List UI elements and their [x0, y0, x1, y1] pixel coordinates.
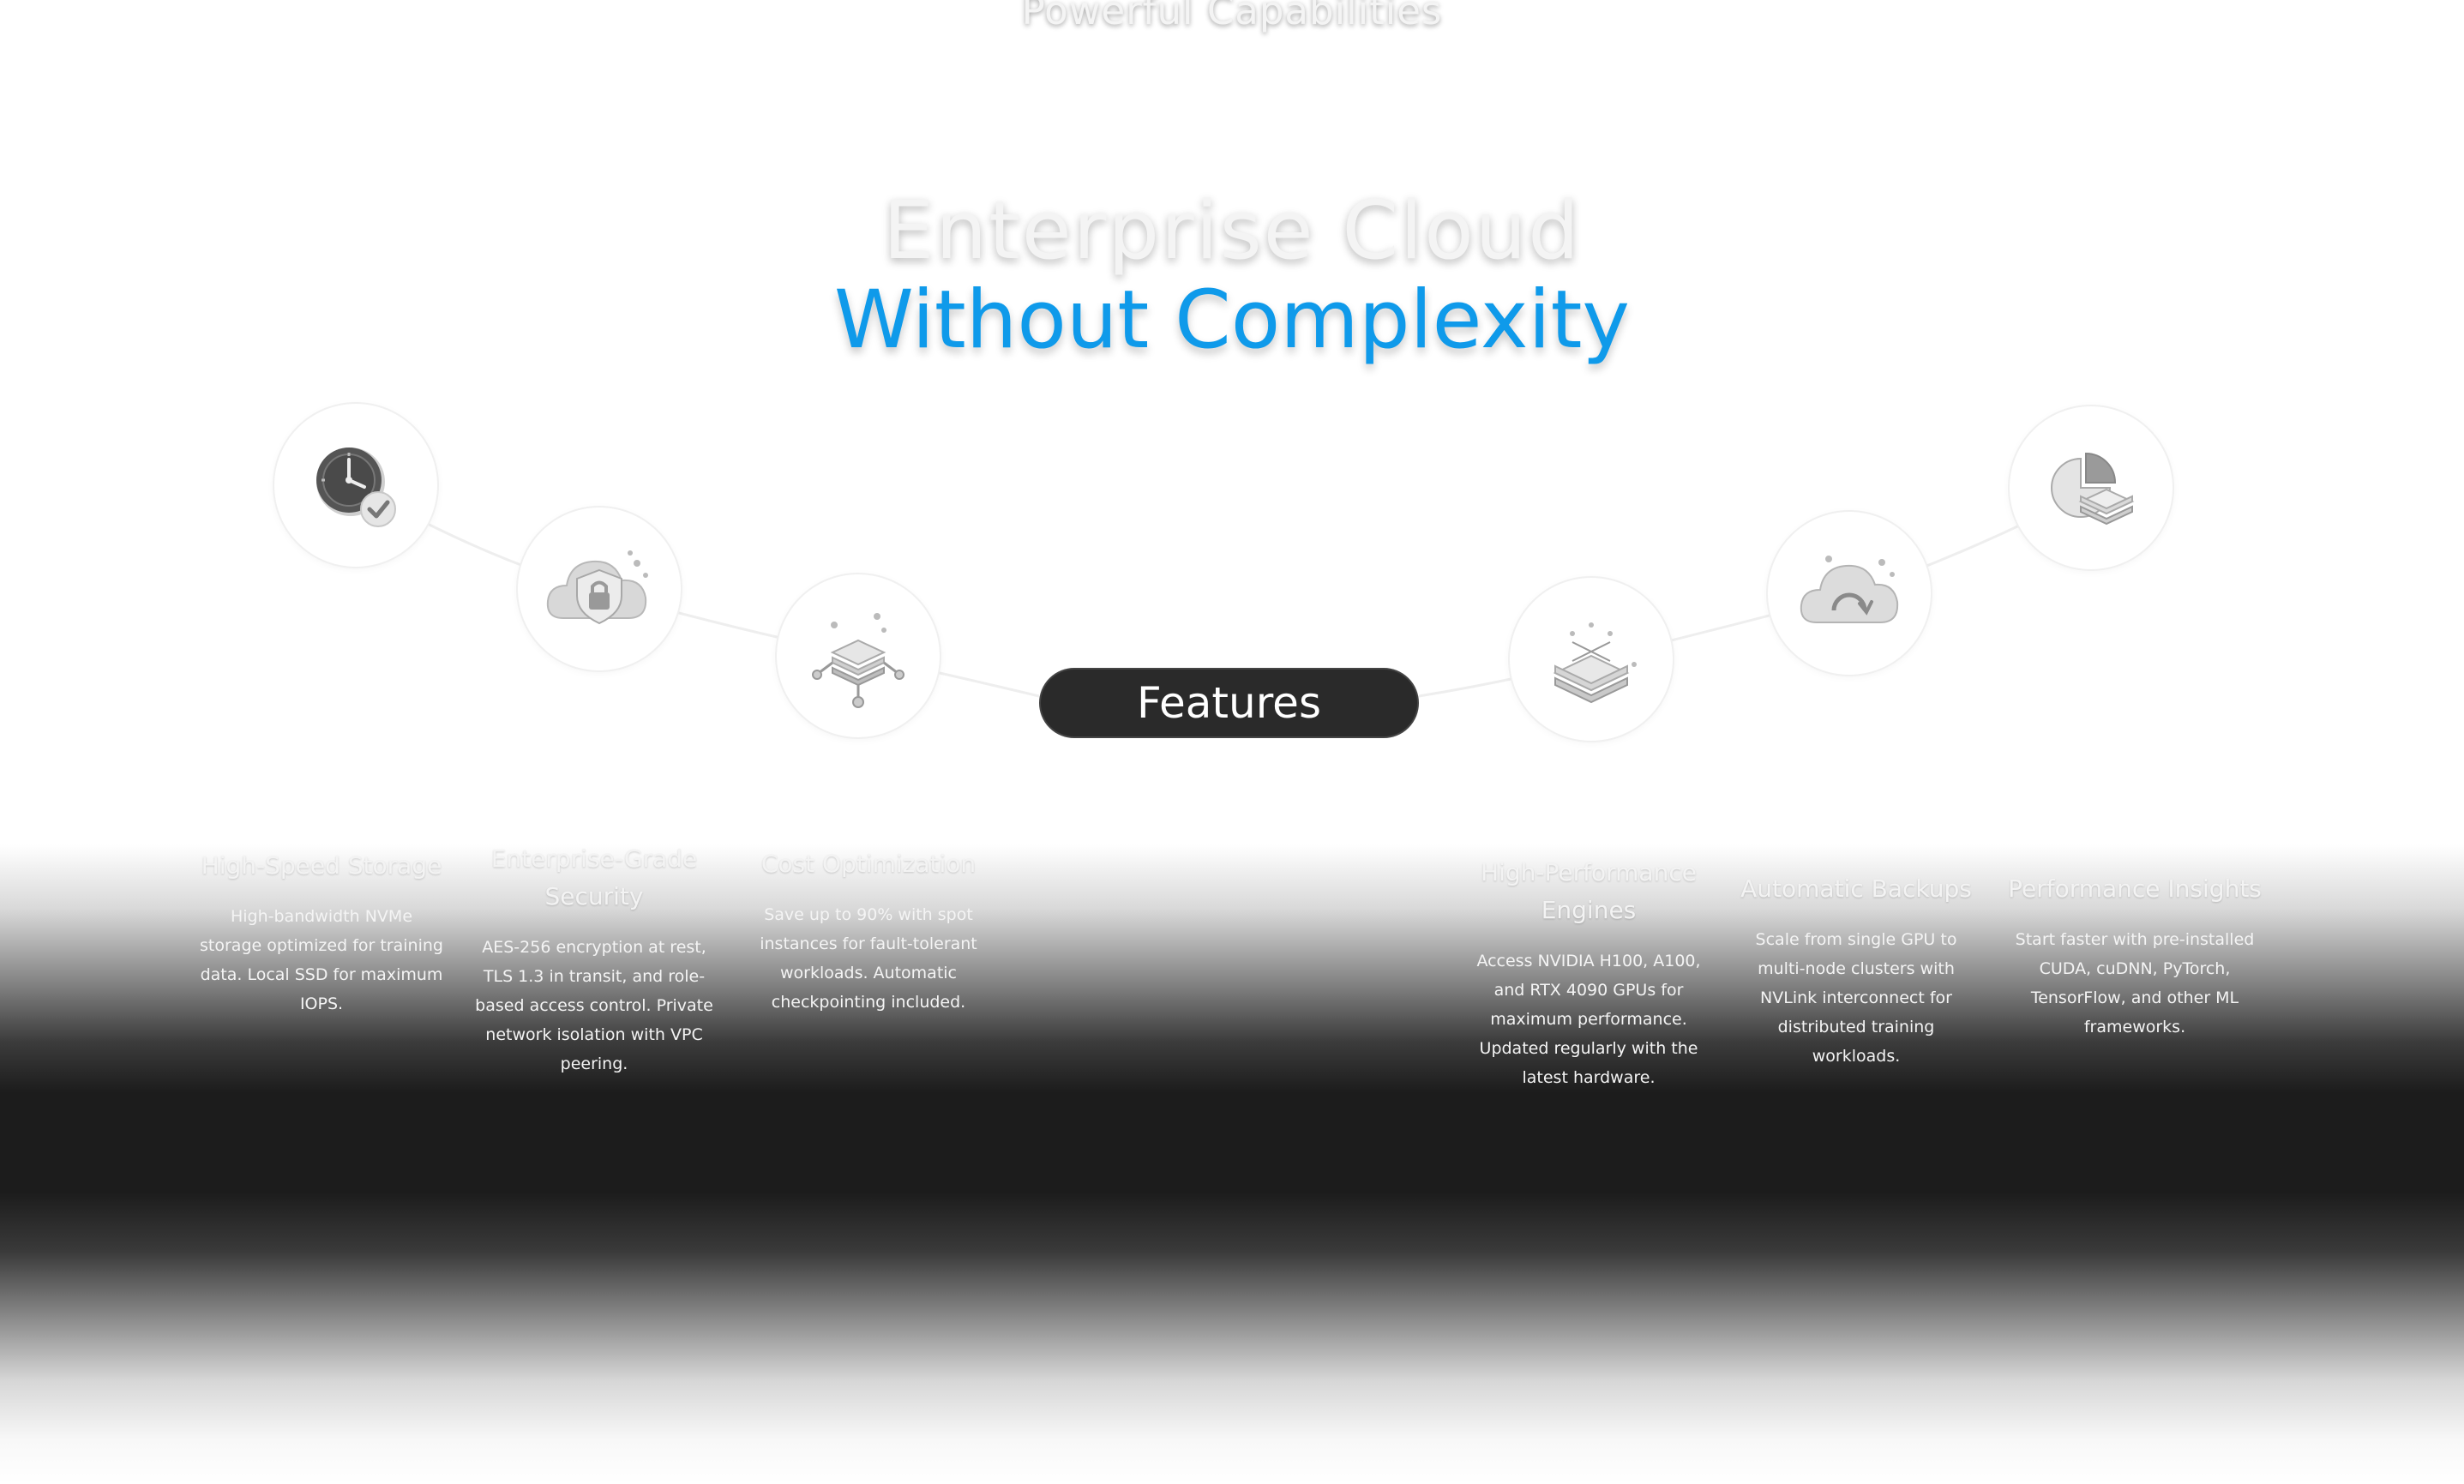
feature-title: Enterprise-Grade Security [490, 844, 698, 910]
feature-node-1[interactable] [274, 404, 437, 567]
feature-card-1: High-Speed Storage High-bandwidth NVMe s… [197, 847, 446, 1018]
feature-description: Scale from single GPU to multi-node clus… [1755, 930, 1957, 1066]
feature-description: AES-256 encryption at rest, TLS 1.3 in t… [475, 938, 713, 1073]
cloud-sync-icon [1800, 556, 1899, 623]
feature-node-2[interactable] [518, 508, 681, 670]
feature-card-4: High-Performance Engines Access NVIDIA H… [1468, 854, 1710, 1092]
feature-description: High-bandwidth NVMe storage optimized fo… [200, 907, 443, 1013]
feature-node-4[interactable] [1510, 578, 1673, 741]
layers-network-icon [812, 613, 904, 708]
feature-node-3[interactable] [777, 574, 940, 737]
cloud-shield-lock-icon [546, 550, 648, 625]
feature-title: Automatic Backups [1740, 874, 1972, 903]
hero-heading: Enterprise Cloud Without Complexity [0, 187, 2464, 365]
feature-title: High-Performance Engines [1481, 858, 1697, 924]
feature-node-6[interactable] [2010, 406, 2173, 569]
feature-card-5: Automatic Backups Scale from single GPU … [1735, 870, 1977, 1071]
pie-chart-stack-icon [2051, 452, 2135, 526]
feature-description: Save up to 90% with spot instances for f… [760, 905, 977, 1012]
features-button[interactable]: Features [1039, 668, 1419, 738]
clock-check-icon [316, 448, 396, 527]
section-label: Powerful Capabilities [1021, 0, 1443, 33]
feature-title: High-Speed Storage [201, 851, 442, 880]
feature-card-2: Enterprise-Grade Security AES-256 encryp… [470, 840, 718, 1078]
feature-title: Cost Optimization [760, 850, 977, 878]
stacked-servers-icon [1553, 622, 1637, 704]
hero-heading-line-2: Without Complexity [833, 273, 1631, 367]
feature-node-5[interactable] [1768, 512, 1931, 675]
feature-card-6: Performance Insights Start faster with p… [2006, 870, 2263, 1042]
feature-card-3: Cost Optimization Save up to 90% with sp… [744, 845, 993, 1017]
hero-heading-line-1: Enterprise Cloud [883, 184, 1581, 278]
feature-title: Performance Insights [2008, 874, 2262, 903]
feature-description: Access NVIDIA H100, A100, and RTX 4090 G… [1476, 952, 1701, 1087]
feature-description: Start faster with pre-installed CUDA, cu… [2015, 930, 2255, 1036]
